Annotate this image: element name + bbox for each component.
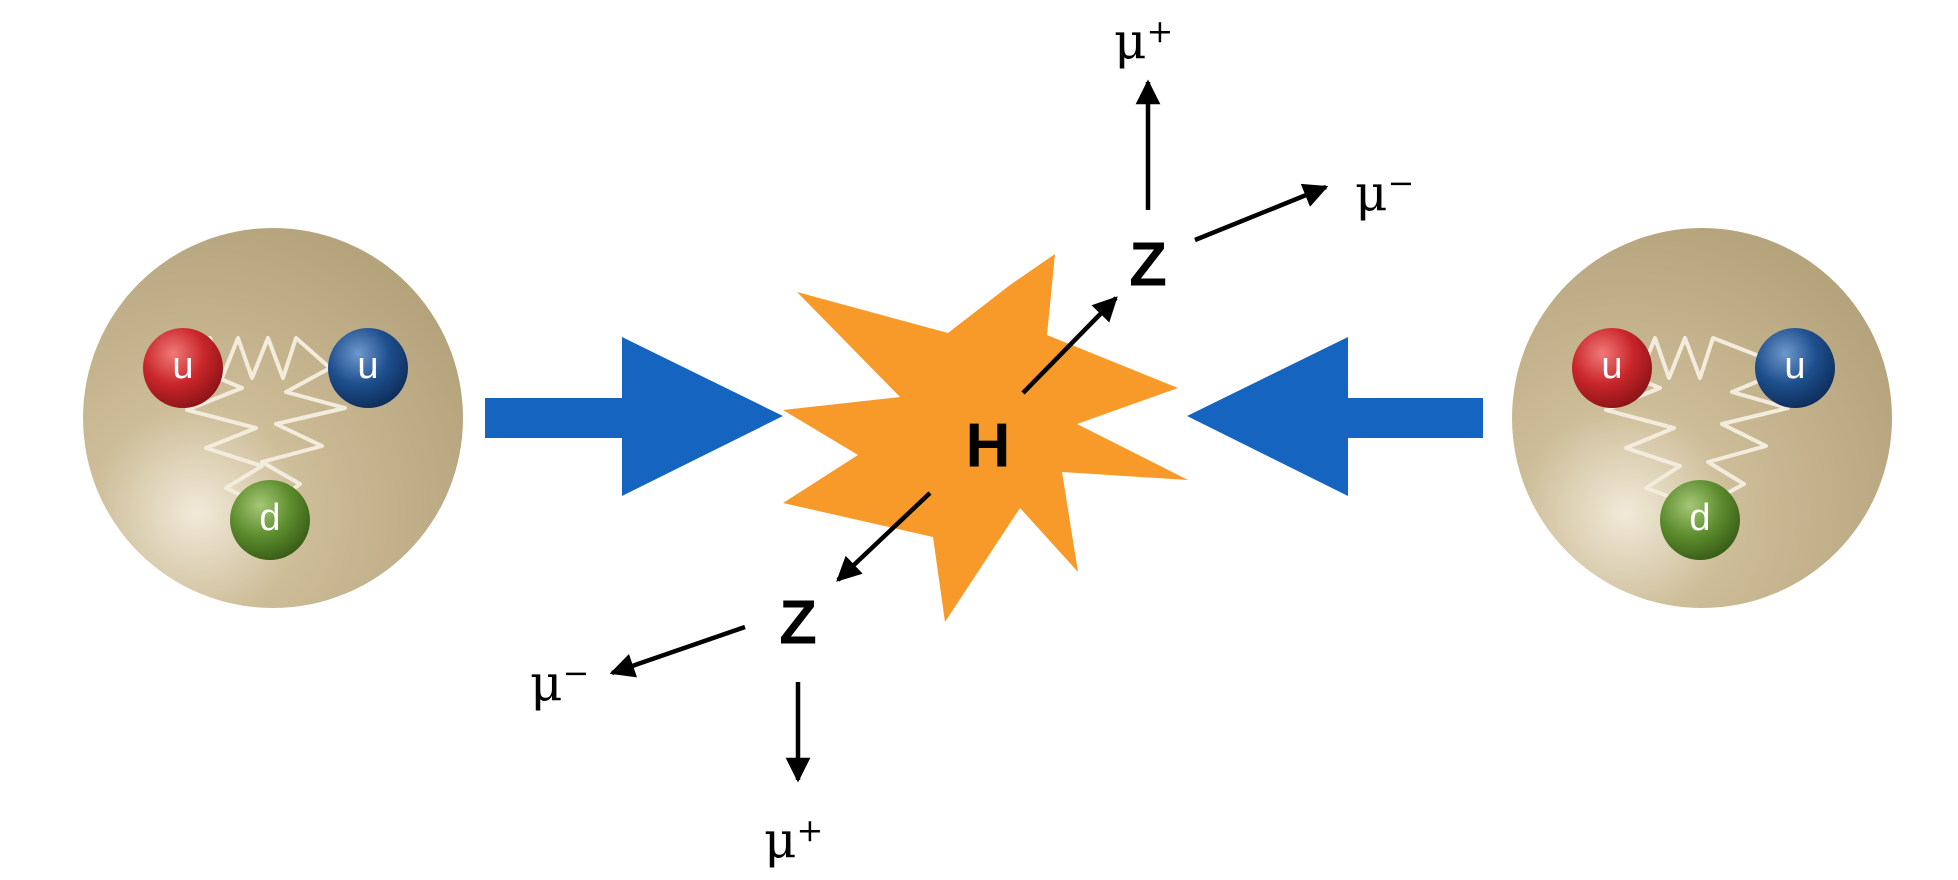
quark-label: d (1689, 497, 1710, 539)
quark-up-blue: u (328, 328, 408, 408)
higgs-to-z-upper-track (1021, 296, 1118, 395)
quark-up-red: u (1572, 328, 1652, 408)
z-boson-lower-label: Z (779, 589, 817, 658)
quark-label: u (357, 345, 378, 387)
proton-right: u u d (1512, 228, 1892, 608)
gluon-line (1699, 366, 1791, 510)
muon-upper-diagonal-label: μ− (1355, 164, 1414, 222)
proton-body (83, 228, 463, 608)
proton-body (1512, 228, 1892, 608)
quark-label: u (1784, 345, 1805, 387)
proton-left: u u d (83, 228, 463, 608)
quark-up-blue: u (1755, 328, 1835, 408)
starburst-icon (783, 254, 1188, 622)
muon-lower-vertical-label: μ+ (764, 811, 823, 869)
z-boson-upper-label: Z (1129, 231, 1167, 300)
beam-arrow-left-icon (1187, 337, 1483, 496)
gluon-line (1604, 366, 1701, 510)
quark-down-green: d (1660, 480, 1740, 560)
quark-up-red: u (143, 328, 223, 408)
z-upper-muon-diagonal-track (1194, 183, 1329, 243)
quark-label: d (259, 497, 280, 539)
quark-label: u (1601, 345, 1622, 387)
muon-lower-diagonal-label: μ− (530, 654, 589, 712)
beam-arrow-right-icon (485, 337, 783, 496)
higgs-label: H (966, 412, 1011, 481)
gluon-line (185, 366, 269, 510)
z-lower-muon-diagonal-track (609, 624, 746, 678)
muon-upper-vertical-label: μ+ (1114, 12, 1173, 70)
higgs-to-z-lower-track (836, 491, 932, 582)
quark-down-green: d (230, 480, 310, 560)
gluon-line (260, 366, 347, 510)
quark-label: u (172, 345, 193, 387)
